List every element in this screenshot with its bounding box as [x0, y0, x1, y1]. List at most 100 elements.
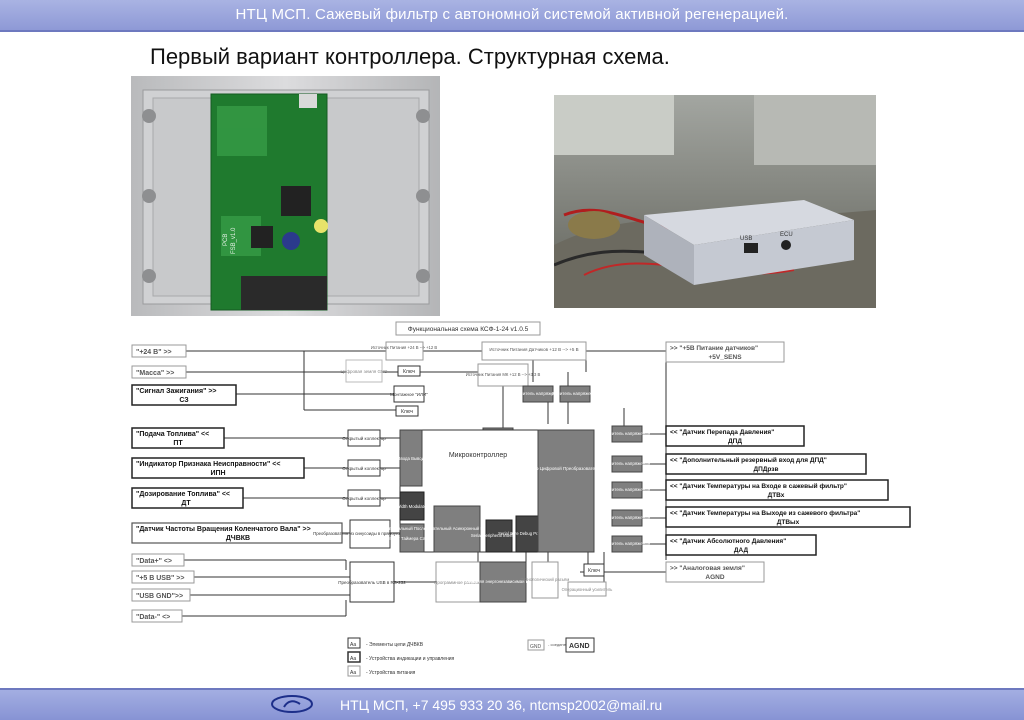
box-label-ecu: ECU	[780, 232, 793, 238]
block-key-3: Ключ	[583, 563, 605, 577]
svg-text:Аналого Цифровой Преобразовате: Аналого Цифровой Преобразователь АЦП	[521, 465, 610, 471]
svg-text:ДПДрзв: ДПДрзв	[753, 466, 778, 473]
controller-board-photo: PCB FSB_v1.0	[131, 76, 440, 316]
svg-text:Делитель напряжения: Делитель напряжения	[604, 461, 651, 466]
footer-contacts: НТЦ МСП, +7 495 933 20 36, ntcmsp2002@ma…	[340, 697, 663, 713]
svg-text:Делитель напряжения: Делитель напряжения	[604, 541, 651, 546]
svg-text:Преобразователь USB в RS-232: Преобразователь USB в RS-232	[338, 580, 406, 585]
svg-text:ДПД: ДПД	[728, 438, 742, 445]
svg-text:- Устройства питания: - Устройства питания	[366, 669, 416, 676]
output-sensor-power: >> "+5В Питание датчиков" +5V_SENS	[665, 341, 785, 363]
input-ground: "Масса" >>	[131, 365, 187, 379]
svg-text:Делитель напряжения: Делитель напряжения	[515, 391, 562, 396]
svg-text:Аа: Аа	[350, 656, 356, 662]
svg-text:Pulse Width Modulator PWM: Pulse Width Modulator PWM	[385, 504, 440, 509]
svg-text:"+5 В USB" >>: "+5 В USB" >>	[136, 575, 184, 582]
svg-text:Ключ: Ключ	[401, 409, 413, 415]
output-pressure-diff-sensor: << "Датчик Перепада Давления" ДПД	[665, 425, 805, 447]
svg-text:Открытый коллектор: Открытый коллектор	[342, 435, 386, 441]
block-divider-r3: Делитель напряжения	[604, 481, 651, 499]
block-divider-r4: Делитель напряжения	[604, 509, 651, 527]
output-abs-pressure-sensor: << "Датчик Абсолютного Давления" ДАД	[665, 534, 817, 556]
block-program-connector: Программное разъема	[434, 561, 482, 603]
svg-text:Технологический разъём: Технологический разъём	[521, 577, 570, 582]
input-crankshaft-sensor: "Датчик Частоты Вращения Коленчатого Вал…	[131, 522, 343, 544]
svg-text:Делитель напряжения: Делитель напряжения	[604, 431, 651, 436]
svg-text:<< "Датчик Температуры на Вход: << "Датчик Температуры на Входе в сажевы…	[670, 482, 847, 490]
svg-text:"Data+" <>: "Data+" <>	[136, 558, 172, 565]
svg-text:ДЧВКВ: ДЧВКВ	[226, 535, 250, 542]
svg-text:"Подача Топлива" <<: "Подача Топлива" <<	[136, 431, 209, 438]
svg-text:Внешняя энергонезависимая памя: Внешняя энергонезависимая память	[466, 579, 541, 584]
svg-text:Микроконтроллер: Микроконтроллер	[449, 452, 507, 459]
svg-text:Ключ: Ключ	[403, 369, 415, 375]
svg-text:- Устройства индикации и управ: - Устройства индикации и управления	[366, 655, 455, 662]
svg-text:ПТ: ПТ	[173, 440, 183, 447]
block-gpio: Порты Ввода Вывода GPIO	[384, 429, 439, 487]
svg-text:<< "Датчик Перепада Давления": << "Датчик Перепада Давления"	[670, 429, 774, 436]
block-psu-5v: Источник Питания Датчиков +12 В --> +5 В	[481, 341, 587, 361]
svg-text:"Data-" <>: "Data-" <>	[136, 614, 170, 621]
svg-text:Монтажное "ИЛИ": Монтажное "ИЛИ"	[390, 392, 428, 397]
svg-text:Преобразователь из синусоиды в: Преобразователь из синусоиды в прямоугол…	[313, 531, 427, 536]
svg-text:Serial Wire Debug Port SW-DP: Serial Wire Debug Port SW-DP	[498, 531, 556, 536]
svg-text:AGND: AGND	[705, 574, 724, 581]
svg-text:+5V_SENS: +5V_SENS	[708, 354, 742, 361]
block-divider-r1: Делитель напряжения	[604, 425, 651, 443]
block-psu-24v: Источник Питания +24 В --> +12 В	[371, 341, 438, 361]
svg-text:GND: GND	[530, 644, 542, 650]
header-title: НТЦ МСП. Сажевый фильтр с автономной сис…	[235, 6, 789, 23]
svg-text:"Сигнал Зажигания" >>: "Сигнал Зажигания" >>	[136, 388, 217, 395]
diagram-title: Функциональная схема КСФ-1-24 v1.0.5	[408, 326, 529, 333]
svg-text:Цифровая земля GND: Цифровая земля GND	[340, 369, 388, 374]
input-fuel-supply: "Подача Топлива" << ПТ	[131, 427, 225, 449]
block-open-collector-2: Открытый коллектор	[342, 459, 386, 477]
block-divider-top-2: Делитель напряжения	[552, 385, 599, 403]
input-usb-gnd: "USB GND">>	[131, 588, 191, 602]
block-timer-capture: Захват Таймера Cap/TPM	[386, 523, 438, 553]
svg-text:Порты Ввода Вывода GPIO: Порты Ввода Вывода GPIO	[384, 456, 439, 461]
block-adc: Аналого Цифровой Преобразователь АЦП	[521, 429, 611, 553]
svg-text:>> "Аналоговая земля": >> "Аналоговая земля"	[670, 565, 745, 572]
block-pwm: Pulse Width Modulator PWM	[385, 491, 440, 521]
block-psu-mcu: Источник Питания МК +12 В --> +3,3 В	[466, 363, 541, 387]
svg-text:"Масса" >>: "Масса" >>	[136, 370, 174, 377]
svg-text:Serial Peripheral Interface SP: Serial Peripheral Interface SPI	[471, 533, 527, 538]
svg-text:ДТ: ДТ	[181, 500, 191, 507]
svg-text:Источник Питания +24 В --> +12: Источник Питания +24 В --> +12 В	[371, 345, 438, 350]
functional-diagram: Функциональная схема КСФ-1-24 v1.0.5 "+2…	[131, 321, 911, 677]
svg-text:Открытый коллектор: Открытый коллектор	[342, 465, 386, 471]
svg-text:>> "+5В Питание датчиков": >> "+5В Питание датчиков"	[670, 345, 758, 352]
block-tech-connector: Технологический разъём	[521, 561, 570, 599]
input-data-plus: "Data+" <>	[131, 553, 185, 567]
block-opamp: Операционный усилитель	[562, 581, 613, 597]
legend: Аа - Элементы цепи ДЧВКВ Аа - Устройства…	[347, 637, 595, 677]
input-fault-indicator: "Индикатор Признака Неисправности" << ИП…	[131, 457, 305, 479]
svg-text:"Дозирование Топлива" <<: "Дозирование Топлива" <<	[136, 491, 230, 498]
block-divider-r2: Делитель напряжения	[604, 455, 651, 473]
svg-text:Универсальный Последовательный: Универсальный Последовательный Асинхронн…	[382, 526, 532, 531]
output-reserve-input: << "Дополнительный резервный вход для ДП…	[665, 453, 867, 475]
svg-text:"+24 В" >>: "+24 В" >>	[136, 349, 172, 356]
svg-text:ИПН: ИПН	[210, 470, 225, 477]
svg-text:Аа: Аа	[350, 670, 356, 676]
output-temp-in-sensor: << "Датчик Температуры на Входе в сажевы…	[665, 479, 889, 501]
slide-subtitle: Первый вариант контроллера. Структурная …	[150, 44, 670, 69]
block-divider-r5: Делитель напряжения	[604, 535, 651, 553]
output-analog-ground: >> "Аналоговая земля" AGND	[665, 561, 765, 583]
company-logo-icon	[271, 695, 313, 713]
svg-text:Ключ: Ключ	[588, 568, 600, 574]
svg-text:ДТВх: ДТВх	[768, 492, 785, 499]
footer-bar: НТЦ МСП, +7 495 933 20 36, ntcmsp2002@ma…	[0, 688, 1024, 720]
svg-text:Открытый коллектор: Открытый коллектор	[342, 495, 386, 501]
svg-text:Делитель напряжения: Делитель напряжения	[604, 487, 651, 492]
block-divider-top-1: Делитель напряжения	[515, 385, 562, 403]
svg-text:"Датчик Частоты Вращения Колен: "Датчик Частоты Вращения Коленчатого Вал…	[136, 526, 311, 533]
block-usb-converter: Преобразователь USB в RS-232	[338, 561, 406, 603]
block-open-collector-3: Открытый коллектор	[342, 489, 386, 507]
svg-text:<< "Датчик Температуры на Выхо: << "Датчик Температуры на Выходе из саже…	[670, 510, 860, 517]
block-uart: Универсальный Последовательный Асинхронн…	[382, 505, 532, 553]
block-sine-converter: Преобразователь из синусоиды в прямоугол…	[313, 519, 427, 549]
input-fuel-dosing: "Дозирование Топлива" << ДТ	[131, 487, 244, 509]
svg-text:- Элементы цепи ДЧВКВ: - Элементы цепи ДЧВКВ	[366, 642, 424, 648]
